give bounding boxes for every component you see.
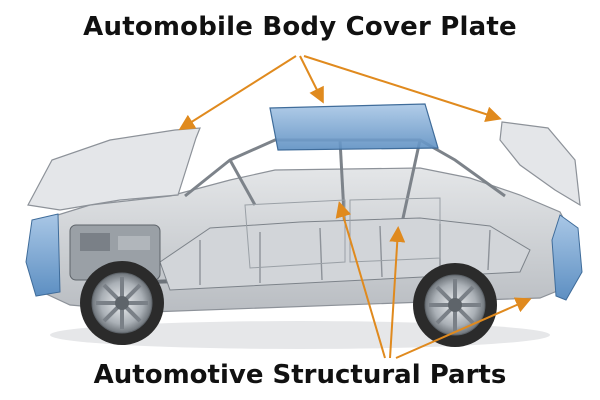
arrow-icon: [178, 55, 297, 131]
rear-bumper-panel: [551, 214, 583, 301]
arrow-icon: [395, 297, 532, 359]
arrow-icon: [335, 201, 386, 359]
hood-panel: [27, 127, 201, 211]
trunk-lid-panel: [499, 121, 581, 207]
wheel-icon: [80, 261, 164, 345]
arrow-icon: [389, 226, 406, 359]
bottom-label: Automotive Structural Parts: [93, 360, 507, 390]
a-pillar: [228, 159, 257, 206]
c-pillar: [398, 139, 422, 233]
arrow-icon: [299, 55, 324, 104]
arrow-icon: [303, 55, 502, 122]
wheel-icon: [413, 263, 497, 347]
top-label: Automobile Body Cover Plate: [83, 12, 517, 42]
roof-panel: [269, 103, 439, 151]
front-door: [244, 199, 346, 269]
front-bumper-panel: [25, 213, 61, 297]
